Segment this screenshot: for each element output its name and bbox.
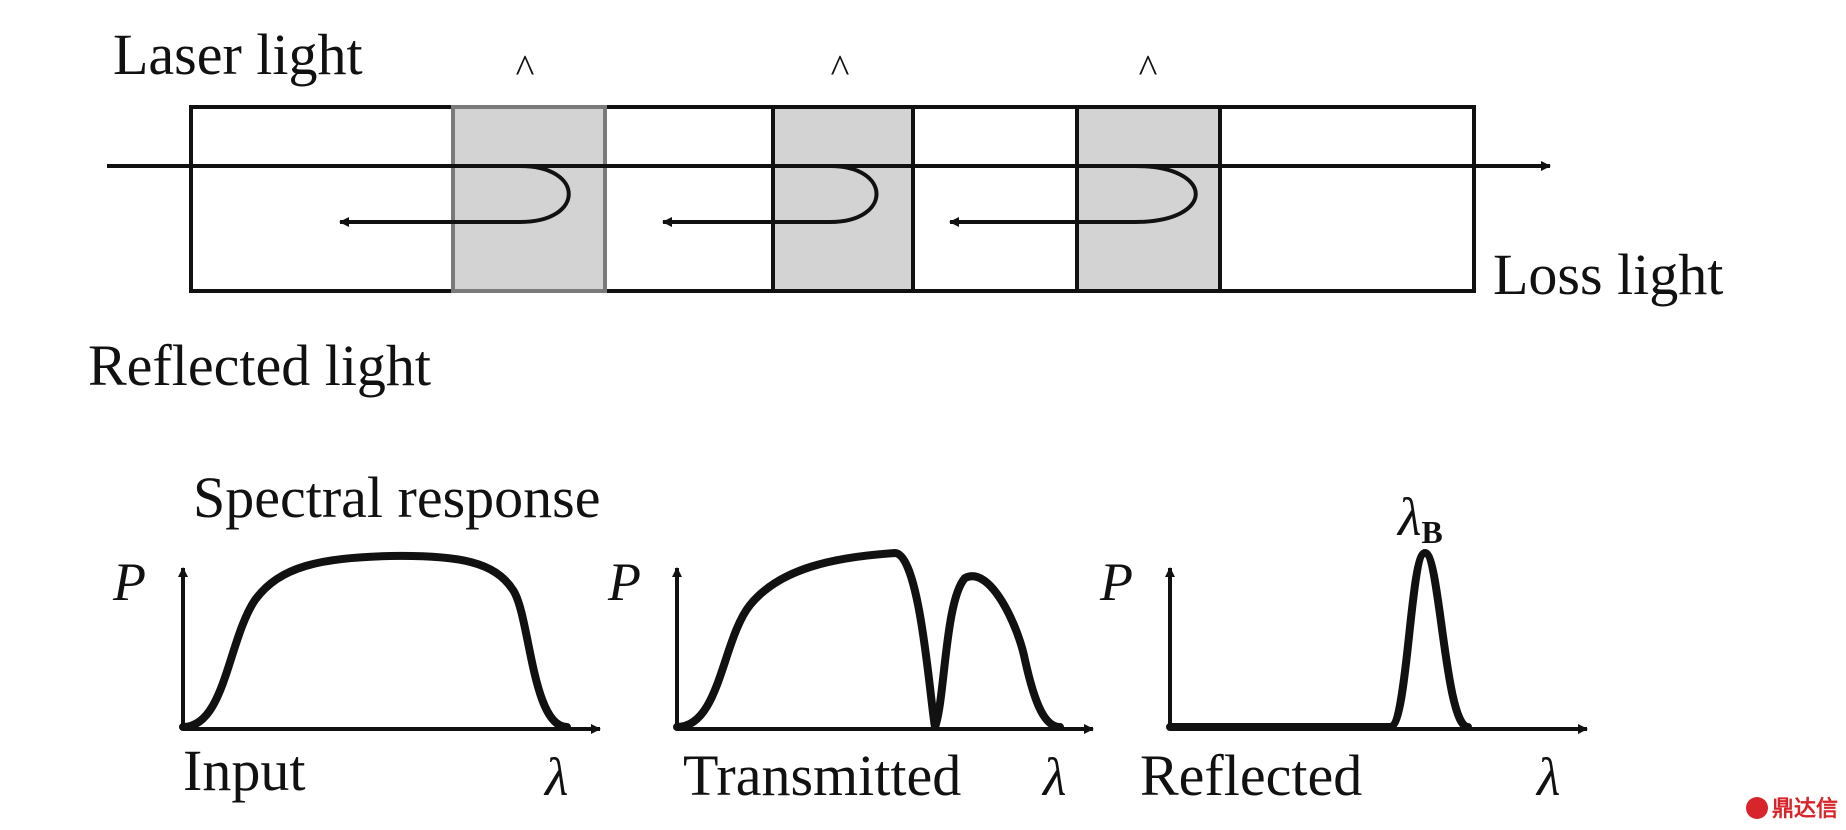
x-axis-label: λ [1535, 747, 1560, 807]
fiber-section: ^ ^ ^ Laser light Loss light Reflected l… [88, 22, 1723, 398]
transmitted-spectrum-curve [673, 549, 1064, 731]
spectral-response-title: Spectral response [193, 465, 600, 530]
input-spectrum-curve [179, 551, 571, 731]
bragg-subscript: B [1421, 514, 1442, 550]
bragg-wavelength-label: λB [1396, 487, 1443, 550]
reflected-caption: Reflected [1140, 743, 1362, 808]
grating-caret: ^ [831, 46, 850, 91]
y-axis-label: P [112, 552, 146, 612]
reflected-light-arrow-3 [949, 164, 1198, 227]
bragg-lambda-symbol: λ [1396, 487, 1421, 547]
x-axis-label: λ [1041, 747, 1066, 807]
reflected-spectrum-curve [1166, 549, 1472, 731]
grating-segment-1-border [451, 105, 607, 293]
y-axis-label: P [1099, 552, 1133, 612]
laser-light-label: Laser light [113, 22, 363, 87]
watermark: 鼎达信 [1746, 796, 1838, 822]
grating-segment-2 [771, 105, 915, 293]
watermark-text: 鼎达信 [1772, 796, 1838, 822]
reflected-light-arrow-2 [662, 164, 879, 227]
grating-caret: ^ [516, 46, 535, 91]
grating-segment-3 [1075, 105, 1222, 293]
input-spectrum-plot: P λ Input [112, 551, 601, 807]
grating-caret: ^ [1139, 46, 1158, 91]
transmitted-caption: Transmitted [683, 743, 961, 808]
reflected-light-arrow-1 [339, 164, 571, 227]
logo-badge-icon [1746, 797, 1768, 819]
input-caption: Input [183, 738, 305, 803]
reflected-spectrum-plot: P λ Reflected λB [1099, 487, 1588, 808]
reflected-light-label: Reflected light [88, 333, 431, 398]
y-axis-label: P [607, 552, 641, 612]
loss-light-label: Loss light [1493, 242, 1723, 307]
x-axis-label: λ [543, 747, 568, 807]
grating-segment-1 [453, 107, 605, 291]
transmitted-spectrum-plot: P λ Transmitted [607, 549, 1094, 808]
